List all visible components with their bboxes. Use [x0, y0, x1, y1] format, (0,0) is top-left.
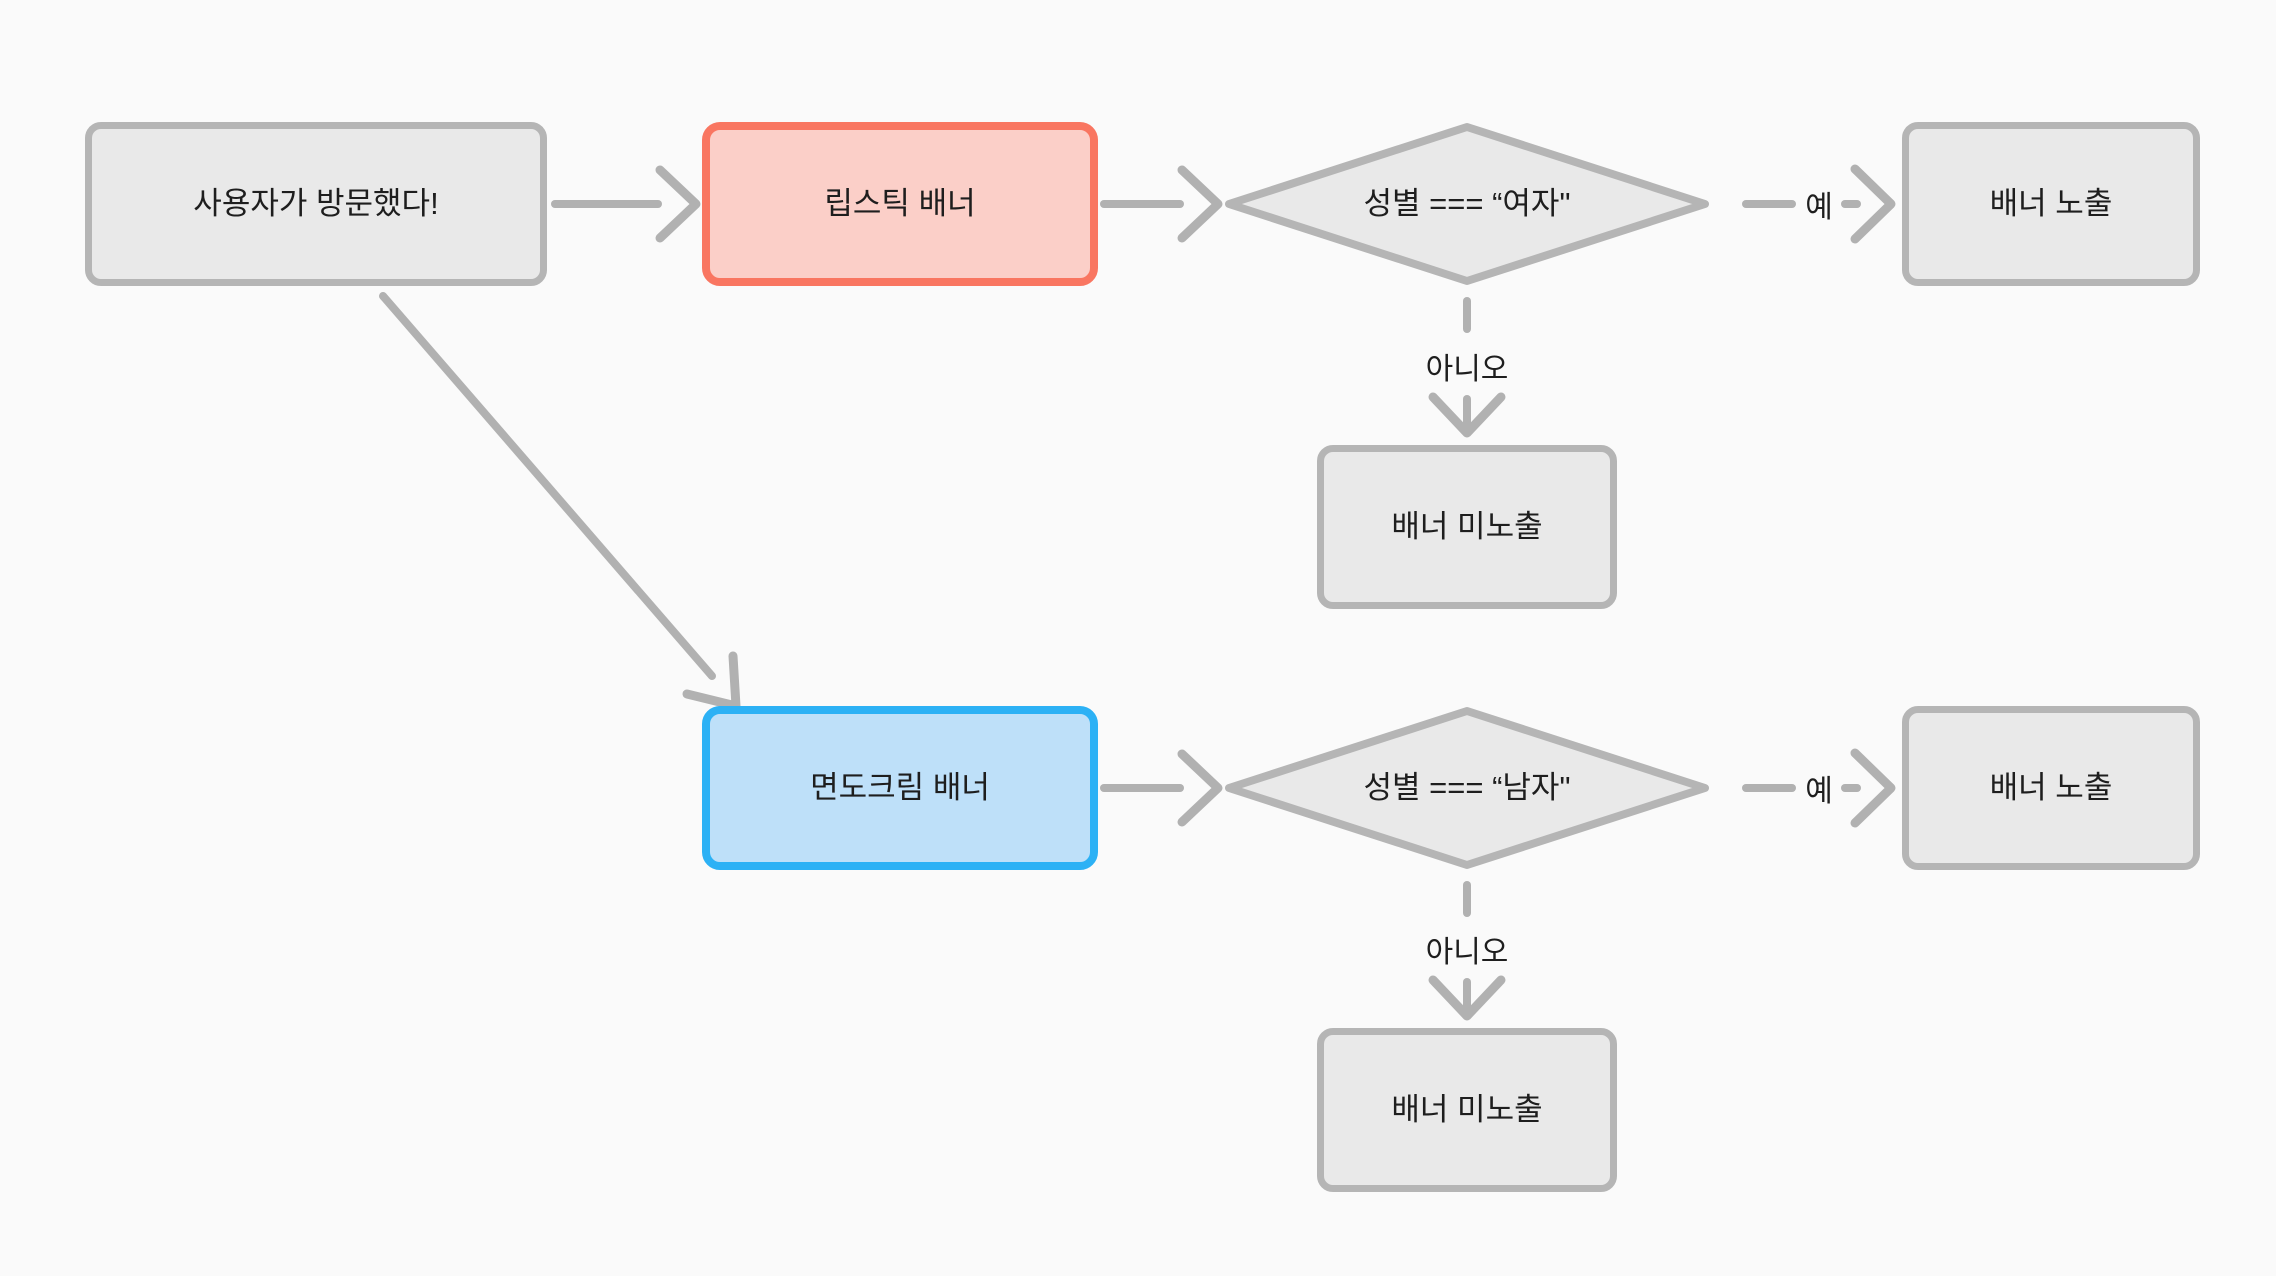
node-lipstick-banner-label: 립스틱 배너 [824, 185, 976, 221]
node-female-check: 성별 === “여자" [1224, 122, 1710, 286]
arrowhead-male-no-icon [1428, 975, 1506, 1021]
node-banner-show-top: 배너 노출 [1902, 122, 2200, 286]
arrowhead-start-to-shaving-icon [682, 651, 741, 711]
arrowhead-male-yes-icon [1850, 748, 1896, 828]
edge-label-no-top: 아니오 [1419, 342, 1515, 390]
node-banner-show-bottom: 배너 노출 [1902, 706, 2200, 870]
node-lipstick-banner: 립스틱 배너 [702, 122, 1098, 286]
node-banner-show-top-label: 배너 노출 [1989, 185, 2113, 221]
node-shaving-cream-banner: 면도크림 배너 [702, 706, 1098, 870]
arrowhead-start-to-lipstick-icon [655, 165, 701, 243]
edge-label-yes-top: 예 [1799, 180, 1839, 228]
arrowhead-female-no-icon [1428, 392, 1506, 438]
node-banner-hide-top: 배너 미노출 [1317, 445, 1617, 609]
node-male-check-label: 성별 === “남자" [1363, 769, 1571, 805]
edge-start-to-shaving [379, 292, 716, 680]
node-shaving-cream-banner-label: 면도크림 배너 [810, 769, 990, 805]
arrowhead-lipstick-to-female-check-icon [1177, 165, 1223, 243]
edge-label-yes-bottom: 예 [1799, 764, 1839, 812]
node-female-check-label: 성별 === “여자" [1363, 185, 1571, 221]
node-male-check: 성별 === “남자" [1224, 706, 1710, 870]
arrowhead-shaving-to-male-check-icon [1177, 749, 1223, 827]
diamond-shape-icon [1225, 123, 1709, 285]
diamond-shape-icon [1225, 707, 1709, 869]
node-start: 사용자가 방문했다! [85, 122, 547, 286]
node-banner-hide-top-label: 배너 미노출 [1391, 508, 1543, 544]
node-banner-show-bottom-label: 배너 노출 [1989, 769, 2113, 805]
node-banner-hide-bottom: 배너 미노출 [1317, 1028, 1617, 1192]
arrowhead-female-yes-icon [1850, 164, 1896, 244]
edge-label-no-bottom: 아니오 [1419, 925, 1515, 973]
node-banner-hide-bottom-label: 배너 미노출 [1391, 1091, 1543, 1127]
node-start-label: 사용자가 방문했다! [193, 185, 439, 221]
